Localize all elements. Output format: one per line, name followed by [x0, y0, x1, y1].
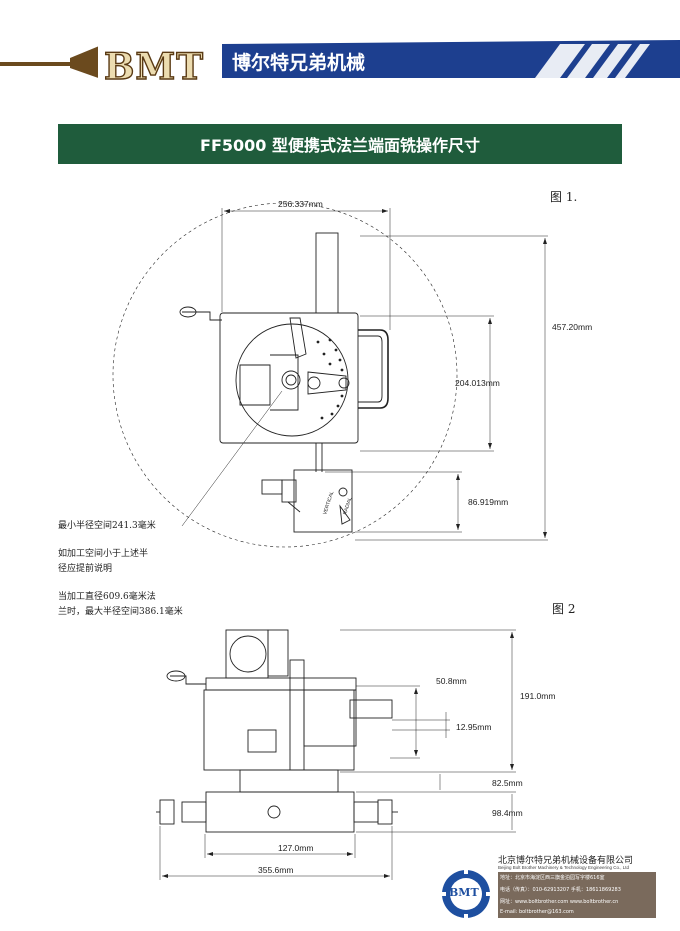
header-brown-wedge [70, 44, 104, 80]
tool-head [303, 689, 357, 747]
note-line-3: 径应提前说明 [58, 564, 113, 574]
center-hub [281, 370, 301, 390]
note-line-5: 兰时，最大半径空间386.1毫米 [58, 607, 183, 617]
tool-shank [349, 699, 393, 719]
dim-204: 204.013mm [455, 378, 500, 388]
dim-86: 86.919mm [468, 497, 508, 507]
footer-logo-icon [440, 868, 492, 920]
note-line-4: 当加工直径609.6毫米法 [58, 592, 156, 602]
crank-knob [179, 306, 197, 318]
side-view [156, 629, 398, 833]
label-radial: RADIAL [342, 496, 353, 515]
dim-191: 191.0mm [520, 691, 555, 701]
label-vertical: VERTICAL [322, 490, 335, 515]
header-brown-line [0, 62, 90, 66]
tool-arm [307, 371, 347, 395]
gear-rack [289, 659, 305, 771]
note-min-radius: 最小半径空间241.3毫米 [58, 521, 156, 531]
dim-457: 457.20mm [552, 322, 592, 332]
dim-82-5: 82.5mm [492, 778, 523, 788]
dim-50-8: 50.8mm [436, 676, 467, 686]
crank-arm [182, 311, 222, 321]
footer-company-en: Beijing Bolt Brother Machinery & Technol… [498, 865, 629, 870]
main-housing [219, 312, 359, 444]
footer-phone: 电话（传真）：010-62913207 手机：18611869283 [500, 887, 621, 893]
dim-256: 256.337mm [278, 199, 323, 209]
dim-98-4: 98.4mm [492, 808, 523, 818]
figure1-label: 图 1. [550, 190, 578, 204]
footer-logo-text: BMT [449, 886, 479, 899]
dim-355-6: 355.6mm [258, 865, 293, 875]
page-title: FF5000 型便携式法兰端面铣操作尺寸 [200, 136, 480, 155]
crank-arm-2 [170, 675, 206, 685]
crank-knob-2 [166, 670, 186, 682]
face-plate [235, 323, 349, 437]
feed-slide [293, 469, 353, 533]
bmt-logo: BMT [103, 45, 205, 88]
carry-handle-inner [358, 335, 383, 403]
dim-12-95: 12.95mm [456, 722, 491, 732]
note-line-2: 如加工空间小于上述半 [58, 549, 149, 559]
index-dots [316, 338, 344, 420]
company-name: 博尔特兄弟机械 [232, 52, 366, 74]
column [315, 232, 339, 314]
title-banner: FF5000 型便携式法兰端面铣操作尺寸 [58, 124, 622, 164]
motor-box [225, 629, 269, 679]
footer-address: 地址：北京市海淀区西三旗金泊园写字楼616室 [500, 875, 605, 881]
footer-contact-box [498, 872, 656, 918]
footer-email[interactable]: E-mail: boltbrother@163.com [500, 909, 574, 915]
carry-handle [358, 329, 389, 409]
arrowheads [162, 209, 547, 878]
dim-127: 127.0mm [278, 843, 313, 853]
base-collar [239, 769, 339, 793]
footer-company-cn: 北京博尔特兄弟机械设备有限公司 [498, 856, 634, 866]
body-housing [203, 689, 355, 771]
footer-website[interactable]: 网址：www.boltbrother.com www.boltbrother.c… [500, 899, 619, 905]
swing-circle [112, 202, 458, 548]
figure2-label: 图 2 [552, 602, 576, 616]
